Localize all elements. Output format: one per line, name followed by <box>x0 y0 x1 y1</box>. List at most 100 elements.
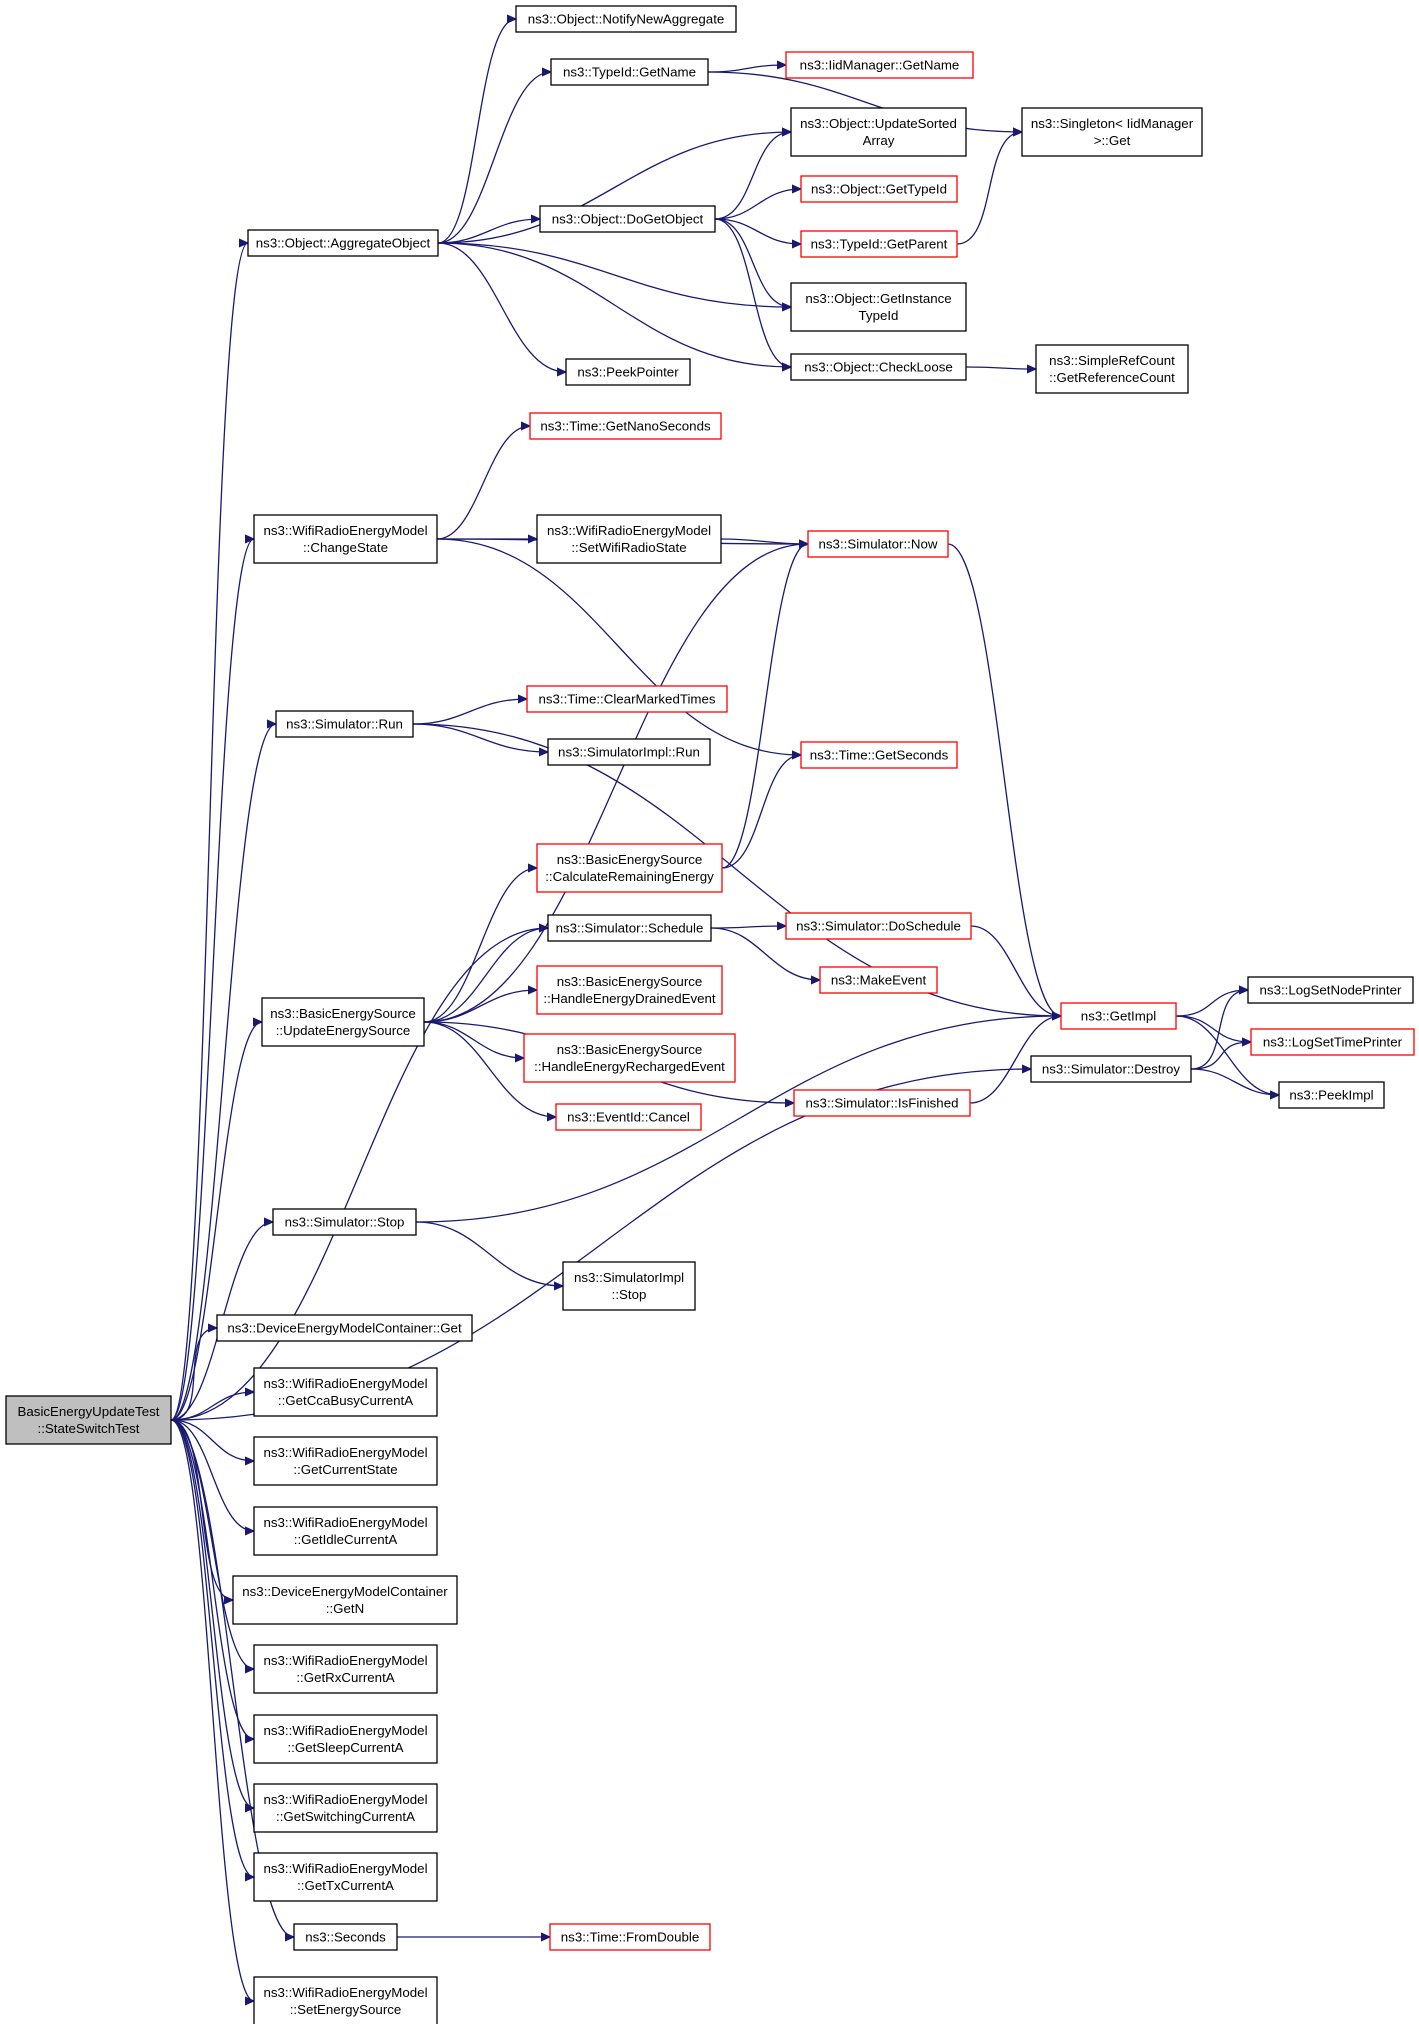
node-root[interactable]: BasicEnergyUpdateTest::StateSwitchTest <box>5 1395 172 1445</box>
edge-destroy-to-peekimpl <box>1190 1068 1279 1095</box>
node-simimpl_run[interactable]: ns3::SimulatorImpl::Run <box>547 738 711 766</box>
node-label: ns3::LogSetTimePrinter <box>1263 1035 1403 1050</box>
edge-aggregate-to-notify <box>437 19 516 244</box>
edge-typeid_getname-to-singleton <box>707 71 1022 132</box>
node-singleton[interactable]: ns3::Singleton< IidManager>::Get <box>1021 107 1203 157</box>
node-label: ns3::GetImpl <box>1081 1009 1156 1024</box>
node-box <box>536 514 722 564</box>
node-updateenergy[interactable]: ns3::BasicEnergySource::UpdateEnergySour… <box>261 997 425 1047</box>
node-lognode[interactable]: ns3::LogSetNodePrinter <box>1247 976 1414 1004</box>
node-now[interactable]: ns3::Simulator::Now <box>807 530 949 558</box>
node-label: ns3::Simulator::IsFinished <box>806 1096 959 1111</box>
node-label: ns3::WifiRadioEnergyModel <box>263 1515 427 1530</box>
node-fromdouble[interactable]: ns3::Time::FromDouble <box>549 1923 711 1951</box>
node-container_get[interactable]: ns3::DeviceEnergyModelContainer::Get <box>216 1314 473 1342</box>
node-isfinished[interactable]: ns3::Simulator::IsFinished <box>793 1089 971 1117</box>
node-label: ns3::Time::ClearMarkedTimes <box>538 692 715 707</box>
node-box <box>785 912 972 940</box>
node-switching[interactable]: ns3::WifiRadioEnergyModel::GetSwitchingC… <box>253 1783 438 1833</box>
edge-getparent-to-singleton <box>956 132 1022 245</box>
edge-root-to-sleep <box>170 1419 254 1739</box>
node-drained[interactable]: ns3::BasicEnergySource::HandleEnergyDrai… <box>536 965 723 1015</box>
node-box <box>790 282 967 332</box>
node-aggregate[interactable]: ns3::Object::AggregateObject <box>247 229 439 257</box>
node-setwifistate[interactable]: ns3::WifiRadioEnergyModel::SetWifiRadioS… <box>536 514 722 564</box>
node-box <box>550 58 709 86</box>
node-sleep[interactable]: ns3::WifiRadioEnergyModel::GetSleepCurre… <box>253 1714 438 1764</box>
edge-root-to-schedule <box>170 928 548 1421</box>
edge-updateenergy-to-cancel <box>423 1021 556 1117</box>
node-label: ::GetN <box>326 1601 364 1616</box>
node-label: ns3::Simulator::Stop <box>285 1215 405 1230</box>
node-box <box>539 205 716 233</box>
node-iid_getname[interactable]: ns3::IidManager::GetName <box>785 51 974 79</box>
node-sim_run[interactable]: ns3::Simulator::Run <box>275 710 414 738</box>
node-box <box>1247 976 1414 1004</box>
node-checkloose[interactable]: ns3::Object::CheckLoose <box>790 353 967 381</box>
edge-aggregate-to-checkloose <box>437 242 791 367</box>
node-doschedule[interactable]: ns3::Simulator::DoSchedule <box>785 912 972 940</box>
edge-root-to-seconds <box>170 1419 294 1937</box>
node-rx[interactable]: ns3::WifiRadioEnergyModel::GetRxCurrentA <box>253 1644 438 1694</box>
edge-getimpl-to-peekimpl <box>1175 1015 1279 1095</box>
edge-now-to-getimpl <box>947 543 1061 1016</box>
node-nanoseconds[interactable]: ns3::Time::GetNanoSeconds <box>529 412 722 440</box>
node-typeid_getname[interactable]: ns3::TypeId::GetName <box>550 58 709 86</box>
node-logtime[interactable]: ns3::LogSetTimePrinter <box>1250 1028 1415 1056</box>
node-recharged[interactable]: ns3::BasicEnergySource::HandleEnergyRech… <box>523 1033 736 1083</box>
node-getimpl[interactable]: ns3::GetImpl <box>1060 1002 1177 1030</box>
node-box <box>819 966 938 994</box>
edge-aggregate-to-dogetobject <box>437 219 540 244</box>
node-destroy[interactable]: ns3::Simulator::Destroy <box>1030 1055 1192 1083</box>
node-getseconds[interactable]: ns3::Time::GetSeconds <box>800 741 958 769</box>
edge-root-to-changestate <box>170 539 254 1421</box>
node-label: ns3::Time::GetNanoSeconds <box>540 419 711 434</box>
node-currentstate[interactable]: ns3::WifiRadioEnergyModel::GetCurrentSta… <box>253 1436 438 1486</box>
node-schedule[interactable]: ns3::Simulator::Schedule <box>547 914 712 942</box>
node-box <box>790 353 967 381</box>
edge-root-to-rx <box>170 1419 254 1669</box>
node-label: ns3::Simulator::Now <box>819 537 938 552</box>
node-clearmarked[interactable]: ns3::Time::ClearMarkedTimes <box>526 685 728 713</box>
node-simimpl_stop[interactable]: ns3::SimulatorImpl::Stop <box>562 1261 696 1311</box>
node-box <box>790 107 967 157</box>
edge-destroy-to-lognode <box>1190 990 1248 1070</box>
node-container_getn[interactable]: ns3::DeviceEnergyModelContainer::GetN <box>232 1575 458 1625</box>
node-label: BasicEnergyUpdateTest <box>18 1404 160 1419</box>
node-peekimpl[interactable]: ns3::PeekImpl <box>1278 1081 1385 1109</box>
node-idle[interactable]: ns3::WifiRadioEnergyModel::GetIdleCurren… <box>253 1506 438 1556</box>
edge-doschedule-to-getimpl <box>970 925 1061 1016</box>
node-notify[interactable]: ns3::Object::NotifyNewAggregate <box>515 5 737 33</box>
node-calcremaining[interactable]: ns3::BasicEnergySource::CalculateRemaini… <box>536 843 723 893</box>
node-label: ns3::LogSetNodePrinter <box>1260 983 1402 998</box>
node-ccabusy[interactable]: ns3::WifiRadioEnergyModel::GetCcaBusyCur… <box>253 1367 438 1417</box>
node-box <box>529 412 722 440</box>
node-dogetobject[interactable]: ns3::Object::DoGetObject <box>539 205 716 233</box>
node-box <box>523 1033 736 1083</box>
node-box <box>216 1314 473 1342</box>
edge-dogetobject-to-getparent <box>714 218 801 244</box>
node-refcount[interactable]: ns3::SimpleRefCount::GetReferenceCount <box>1035 344 1189 394</box>
node-label: ns3::WifiRadioEnergyModel <box>263 1792 427 1807</box>
node-cancel[interactable]: ns3::EventId::Cancel <box>555 1103 702 1131</box>
node-makeevent[interactable]: ns3::MakeEvent <box>819 966 938 994</box>
node-label: ::GetRxCurrentA <box>296 1670 394 1685</box>
node-getparent[interactable]: ns3::TypeId::GetParent <box>800 230 958 258</box>
node-box <box>549 1923 711 1951</box>
node-box <box>547 738 711 766</box>
edge-aggregate-to-typeid_getname <box>437 72 551 244</box>
node-gettypeid[interactable]: ns3::Object::GetTypeId <box>800 175 958 203</box>
node-label: ns3::Singleton< IidManager <box>1031 116 1194 131</box>
edge-updateenergy-to-schedule <box>423 928 548 1023</box>
node-peekpointer[interactable]: ns3::PeekPointer <box>565 358 691 386</box>
node-changestate[interactable]: ns3::WifiRadioEnergyModel::ChangeState <box>253 514 438 564</box>
node-tx[interactable]: ns3::WifiRadioEnergyModel::GetTxCurrentA <box>253 1852 438 1902</box>
node-box <box>807 530 949 558</box>
node-setsource[interactable]: ns3::WifiRadioEnergyModel::SetEnergySour… <box>253 1976 438 2024</box>
node-seconds[interactable]: ns3::Seconds <box>293 1923 398 1951</box>
node-sim_stop[interactable]: ns3::Simulator::Stop <box>272 1208 417 1236</box>
node-label: ns3::BasicEnergySource <box>557 852 703 867</box>
edge-dogetobject-to-checkloose <box>714 218 791 367</box>
